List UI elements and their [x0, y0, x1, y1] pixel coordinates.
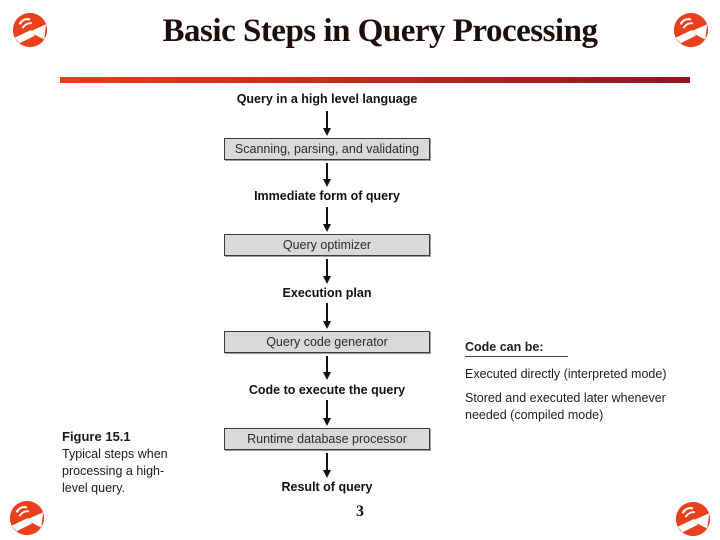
globe-logo-icon	[673, 12, 709, 48]
annotation-line-interpreted: Executed directly (interpreted mode)	[465, 367, 667, 381]
flow-box-query-optimizer: Query optimizer	[224, 234, 430, 256]
flow-label-result-of-query: Result of query	[281, 480, 373, 494]
arrow-head	[323, 470, 331, 478]
code-modes-annotation: Code can be: Executed directly (interpre…	[465, 340, 697, 431]
annotation-line-compiled: Stored and executed later whenever neede…	[465, 391, 666, 422]
corner-logo-bottom-right	[674, 500, 712, 538]
down-arrow-icon	[322, 259, 332, 284]
arrow-shaft	[326, 303, 328, 321]
flow-label-immediate-form: Immediate form of query	[254, 189, 400, 203]
arrow-shaft	[326, 400, 328, 418]
globe-logo-icon	[675, 501, 711, 537]
arrow-shaft	[326, 111, 328, 128]
corner-logo-top-right	[672, 11, 710, 49]
arrow-head	[323, 321, 331, 329]
arrow-head	[323, 224, 331, 232]
arrow-shaft	[326, 163, 328, 179]
flow-label-code-to-execute: Code to execute the query	[248, 383, 406, 397]
flow-box-runtime-processor: Runtime database processor	[224, 428, 430, 450]
annotation-heading: Code can be:	[465, 340, 568, 357]
corner-logo-top-left	[11, 11, 49, 49]
down-arrow-icon	[322, 111, 332, 136]
down-arrow-icon	[322, 303, 332, 329]
down-arrow-icon	[322, 356, 332, 380]
arrow-shaft	[326, 356, 328, 372]
globe-logo-icon	[12, 12, 48, 48]
flow-box-code-generator: Query code generator	[224, 331, 430, 353]
figure-caption-label: Figure 15.1	[62, 429, 131, 444]
corner-logo-bottom-left	[8, 499, 46, 537]
arrow-shaft	[326, 207, 328, 224]
arrow-shaft	[326, 259, 328, 276]
globe-logo-icon	[9, 500, 45, 536]
title-divider-bar	[60, 77, 690, 83]
down-arrow-icon	[322, 400, 332, 426]
arrow-head	[323, 128, 331, 136]
flow-box-scanning-parsing: Scanning, parsing, and validating	[224, 138, 430, 160]
flow-label-execution-plan: Execution plan	[282, 286, 372, 300]
down-arrow-icon	[322, 163, 332, 187]
arrow-shaft	[326, 453, 328, 470]
arrow-head	[323, 372, 331, 380]
arrow-head	[323, 276, 331, 284]
arrow-head	[323, 179, 331, 187]
down-arrow-icon	[322, 207, 332, 232]
down-arrow-icon	[322, 453, 332, 478]
page-title: Basic Steps in Query Processing	[162, 13, 598, 49]
arrow-head	[323, 418, 331, 426]
figure-caption-text: Typical steps when processing a high-lev…	[62, 447, 168, 495]
flow-label-query-input: Query in a high level language	[236, 92, 418, 106]
page-number: 3	[356, 503, 364, 520]
figure-caption: Figure 15.1 Typical steps when processin…	[62, 428, 180, 497]
